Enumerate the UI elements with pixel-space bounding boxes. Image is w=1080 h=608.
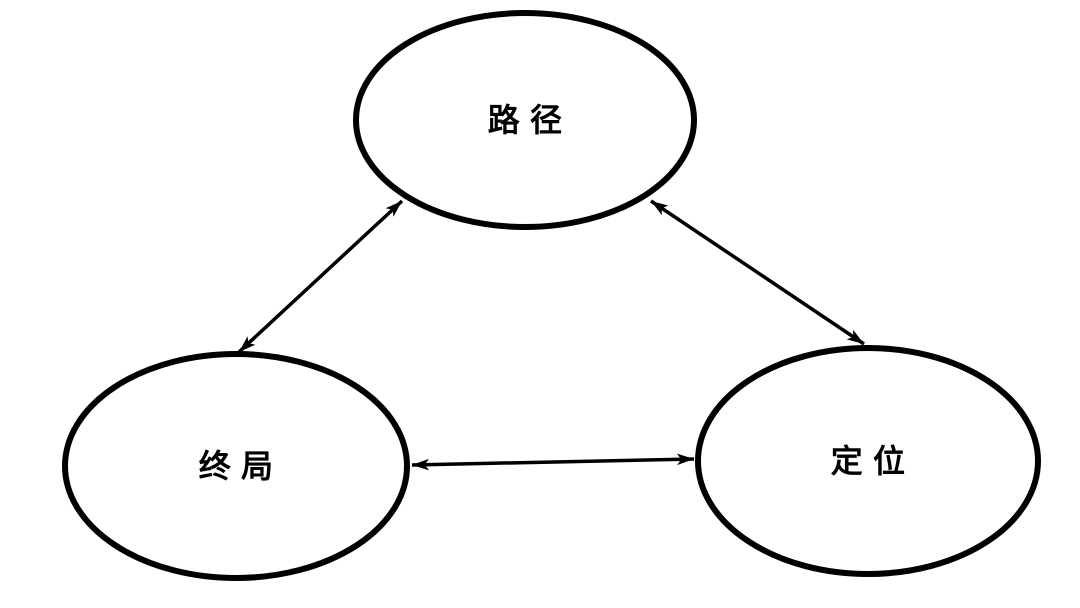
node-positioning-ellipse bbox=[695, 345, 1041, 577]
edge-endgame-positioning bbox=[411, 453, 695, 471]
node-endgame-ellipse bbox=[62, 351, 410, 581]
edge-path-endgame bbox=[237, 199, 404, 354]
node-path-ellipse bbox=[353, 10, 697, 230]
edge-path-positioning bbox=[650, 199, 865, 346]
node-endgame-label: 终局 bbox=[199, 447, 283, 485]
node-positioning-label: 定位 bbox=[831, 442, 915, 480]
node-path-label: 路径 bbox=[488, 101, 572, 139]
